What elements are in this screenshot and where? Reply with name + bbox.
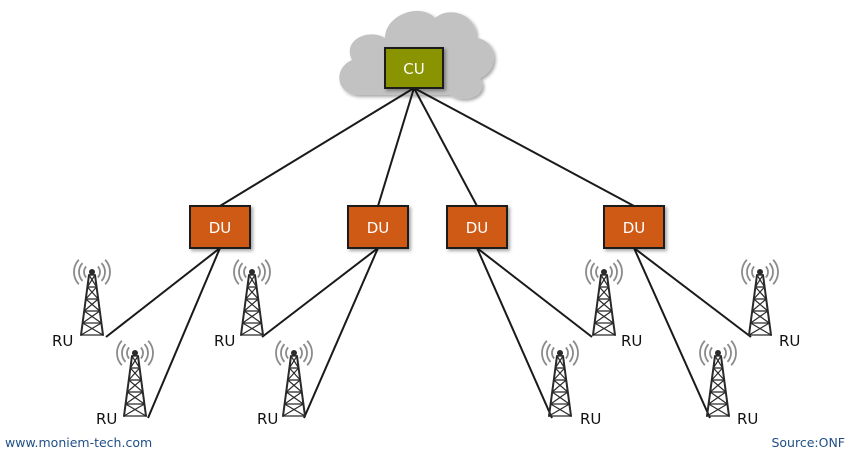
du-node: DU [347,205,409,249]
cu-du-link [413,87,478,207]
du-ru-link [303,247,379,419]
radio-tower-icon [233,259,271,336]
website-credit: www.moniem-tech.com [5,435,153,450]
connection-lines [105,87,752,419]
radio-tower-icon [73,259,111,336]
cu-du-link [219,87,415,207]
ru-label: RU [257,410,278,428]
du-label: DU [466,219,489,237]
du-ru-link [261,247,379,338]
cu-du-link [377,87,415,207]
du-node: DU [189,205,251,249]
ru-label: RU [737,410,758,428]
ru-label: RU [52,332,73,350]
du-label: DU [623,219,646,237]
radio-tower-icon [699,340,737,417]
radio-tower-icon [116,340,154,417]
du-ru-link [633,247,752,338]
du-node: DU [446,205,508,249]
ru-towers [73,259,779,417]
du-ru-link [105,247,221,338]
ru-labels: RU RU RU RU RU RU RU RU [52,332,800,428]
radio-tower-icon [741,259,779,336]
du-ru-link [476,247,553,419]
du-ru-link [633,247,711,419]
radio-tower-icon [275,340,313,417]
cu-node: CU [384,47,444,89]
radio-tower-icon [541,340,579,417]
cu-du-link [413,87,635,207]
du-nodes: DU DU DU DU [189,205,665,249]
du-label: DU [367,219,390,237]
du-ru-link [147,247,221,419]
ru-label: RU [779,332,800,350]
ru-label: RU [621,332,642,350]
ru-label: RU [214,332,235,350]
du-label: DU [209,219,232,237]
ru-label: RU [580,410,601,428]
cu-label: CU [403,60,424,78]
ru-label: RU [96,410,117,428]
source-credit: Source:ONF [771,435,845,450]
radio-tower-icon [585,259,623,336]
du-node: DU [603,205,665,249]
du-ru-link [476,247,593,338]
